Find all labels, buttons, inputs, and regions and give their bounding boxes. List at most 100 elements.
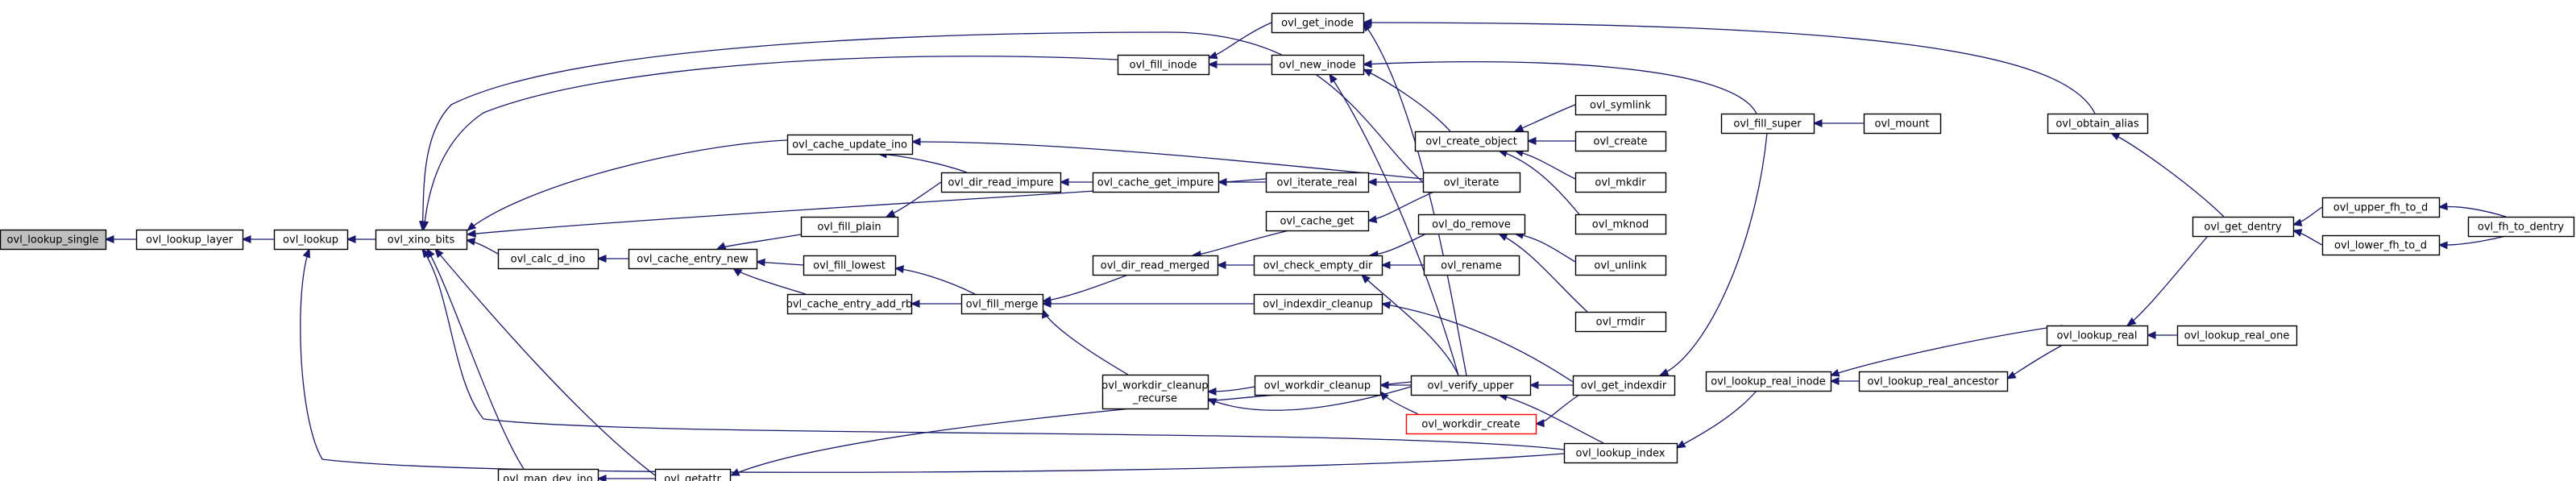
node-label: ovl_mkdir xyxy=(1595,177,1646,189)
node-ovl-lookup-real[interactable]: ovl_lookup_real xyxy=(2046,325,2149,346)
node-ovl-obtain-alias[interactable]: ovl_obtain_alias xyxy=(2047,113,2149,135)
node-ovl-dir-read-impure[interactable]: ovl_dir_read_impure xyxy=(940,172,1062,193)
edge-ovl-fill-lowest-to-ovl-cache-entry-new xyxy=(755,258,804,267)
node-ovl-getattr[interactable]: ovl_getattr xyxy=(654,468,732,481)
node-ovl-lookup-real-one[interactable]: ovl_lookup_real_one xyxy=(2176,325,2298,346)
edge-ovl-cache-entry-add-rb-to-ovl-cache-entry-new xyxy=(732,267,807,295)
edge-arrowhead xyxy=(755,258,765,267)
node-ovl-do-remove[interactable]: ovl_do_remove xyxy=(1417,214,1526,235)
node-ovl-lookup-index[interactable]: ovl_lookup_index xyxy=(1563,442,1678,464)
node-label: ovl_fill_super xyxy=(1733,118,1802,131)
node-label: ovl_lookup_real_ancestor xyxy=(1867,376,1999,388)
edge-line xyxy=(421,31,1424,230)
node-ovl-lower-fh-to-d[interactable]: ovl_lower_fh_to_d xyxy=(2321,234,2441,256)
node-ovl-cache-get-impure[interactable]: ovl_cache_get_impure xyxy=(1092,172,1220,193)
node-ovl-unlink[interactable]: ovl_unlink xyxy=(1574,255,1667,276)
node-label: ovl_fill_inode xyxy=(1130,60,1197,72)
edge-ovl-rename-to-ovl-check-empty-dir xyxy=(1380,261,1424,269)
node-box xyxy=(1720,113,1815,135)
node-ovl-cache-entry-add-rb[interactable]: ovl_cache_entry_add_rb xyxy=(786,293,913,315)
edge-line xyxy=(877,153,968,173)
node-label: ovl_dir_read_impure xyxy=(948,177,1053,189)
node-ovl-mknod[interactable]: ovl_mknod xyxy=(1574,214,1667,235)
node-ovl-fill-super[interactable]: ovl_fill_super xyxy=(1720,113,1815,135)
node-box xyxy=(2192,216,2295,238)
edge-arrowhead xyxy=(434,248,444,259)
edge-ovl-symlink-to-ovl-create-object xyxy=(1513,104,1576,132)
node-ovl-lookup-real-ancestor[interactable]: ovl_lookup_real_ancestor xyxy=(1858,371,2009,392)
edge-line xyxy=(1208,22,1272,59)
edge-ovl-fh-to-dentry-to-ovl-upper-fh-to-d xyxy=(2437,202,2507,218)
node-ovl-check-empty-dir[interactable]: ovl_check_empty_dir xyxy=(1253,255,1383,276)
edge-line xyxy=(1042,309,1129,375)
edge-arrowhead xyxy=(1041,300,1052,308)
node-box xyxy=(1417,214,1526,235)
edge-arrowhead xyxy=(104,235,114,243)
node-label: ovl_create xyxy=(1593,136,1647,148)
node-label: ovl_lookup_single xyxy=(7,234,99,247)
node-ovl-calc-d-ino[interactable]: ovl_calc_d_ino xyxy=(497,248,599,270)
edge-line xyxy=(2438,205,2507,218)
node-ovl-get-indexdir[interactable]: ovl_get_indexdir xyxy=(1572,375,1676,396)
node-ovl-workdir-cleanup[interactable]: ovl_workdir_cleanup xyxy=(1254,375,1382,396)
edge-arrowhead xyxy=(418,221,427,231)
node-label: ovl_check_empty_dir xyxy=(1263,260,1373,272)
node-ovl-rmdir[interactable]: ovl_rmdir xyxy=(1574,311,1667,333)
node-ovl-fill-plain[interactable]: ovl_fill_plain xyxy=(800,216,899,238)
edge-arrowhead xyxy=(1829,368,1840,377)
edge-arrowhead xyxy=(911,137,921,146)
edge-arrowhead xyxy=(2292,218,2303,226)
node-box xyxy=(1858,371,2009,392)
edge-ovl-cache-entry-new-to-ovl-calc-d-ino xyxy=(596,255,628,263)
edge-arrowhead xyxy=(1207,60,1217,68)
edge-arrowhead xyxy=(910,300,920,308)
node-ovl-symlink[interactable]: ovl_symlink xyxy=(1574,94,1667,116)
node-ovl-iterate-real[interactable]: ovl_iterate_real xyxy=(1265,172,1370,193)
node-ovl-fill-merge[interactable]: ovl_fill_merge xyxy=(960,293,1044,315)
edge-arrowhead xyxy=(1526,137,1537,145)
node-ovl-get-inode[interactable]: ovl_get_inode xyxy=(1271,12,1365,34)
node-ovl-cache-update-ino[interactable]: ovl_cache_update_ino xyxy=(786,134,914,155)
edge-ovl-indexdir-cleanup-to-ovl-fill-merge xyxy=(1041,300,1254,308)
node-ovl-fill-inode[interactable]: ovl_fill_inode xyxy=(1117,54,1210,76)
edge-ovl-get-inode-to-ovl-fill-inode xyxy=(1207,22,1272,60)
edge-line xyxy=(1329,73,1459,376)
node-ovl-fh-to-dentry[interactable]: ovl_fh_to_dentry xyxy=(2467,216,2575,238)
node-ovl-dir-read-merged[interactable]: ovl_dir_read_merged xyxy=(1092,255,1219,276)
edge-arrowhead xyxy=(1059,178,1069,186)
node-ovl-lookup-single[interactable]: ovl_lookup_single xyxy=(0,229,107,251)
node-label: ovl_lookup xyxy=(283,234,338,247)
edge-ovl-iterate-to-ovl-cache-get xyxy=(1367,191,1435,223)
node-ovl-mkdir[interactable]: ovl_mkdir xyxy=(1574,172,1667,193)
node-ovl-workdir-create[interactable]: ovl_workdir_create xyxy=(1405,413,1537,435)
node-ovl-indexdir-cleanup[interactable]: ovl_indexdir_cleanup xyxy=(1253,293,1383,315)
edge-line xyxy=(2110,132,2225,218)
node-ovl-workdir-cleanup-recurse[interactable]: ovl_workdir_cleanup_recurse xyxy=(1101,374,1209,410)
node-ovl-map-dev-ino[interactable]: ovl_map_dev_ino xyxy=(497,468,599,481)
edge-arrowhead xyxy=(2146,331,2156,339)
node-ovl-lookup-real-inode[interactable]: ovl_lookup_real_inode xyxy=(1705,371,1832,392)
edge-line xyxy=(426,248,525,470)
node-ovl-rename[interactable]: ovl_rename xyxy=(1423,255,1520,276)
node-ovl-mount[interactable]: ovl_mount xyxy=(1863,113,1942,135)
node-ovl-cache-entry-new[interactable]: ovl_cache_entry_new xyxy=(628,248,758,270)
node-ovl-create-object[interactable]: ovl_create_object xyxy=(1414,131,1529,152)
node-ovl-verify-upper[interactable]: ovl_verify_upper xyxy=(1410,375,1532,396)
node-box xyxy=(1410,375,1532,396)
node-ovl-lookup[interactable]: ovl_lookup xyxy=(273,229,349,251)
edge-line xyxy=(911,141,1424,180)
node-box xyxy=(1271,54,1365,76)
edge-line xyxy=(1363,22,1467,376)
node-box xyxy=(1271,12,1365,34)
node-ovl-new-inode[interactable]: ovl_new_inode xyxy=(1271,54,1365,76)
node-ovl-iterate[interactable]: ovl_iterate xyxy=(1422,172,1521,193)
edge-arrowhead xyxy=(732,267,743,277)
node-box xyxy=(786,134,914,155)
node-ovl-cache-get[interactable]: ovl_cache_get xyxy=(1265,210,1370,232)
node-ovl-xino-bits[interactable]: ovl_xino_bits xyxy=(375,229,468,251)
node-ovl-fill-lowest[interactable]: ovl_fill_lowest xyxy=(803,255,897,276)
node-ovl-lookup-layer[interactable]: ovl_lookup_layer xyxy=(135,229,244,251)
node-ovl-upper-fh-to-d[interactable]: ovl_upper_fh_to_d xyxy=(2321,197,2441,218)
node-ovl-create[interactable]: ovl_create xyxy=(1574,131,1667,152)
node-ovl-get-dentry[interactable]: ovl_get_dentry xyxy=(2192,216,2295,238)
